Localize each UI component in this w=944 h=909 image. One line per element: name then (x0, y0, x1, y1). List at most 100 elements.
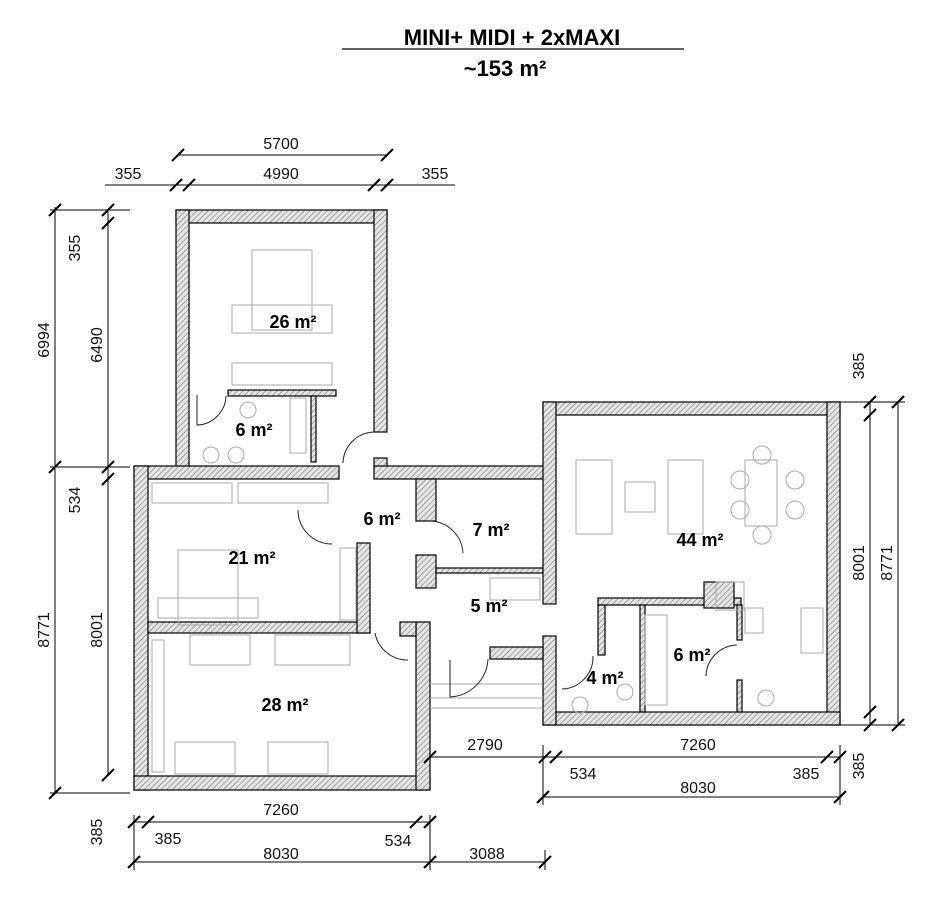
wall-segment (542, 401, 557, 605)
chair (752, 525, 772, 545)
furniture (151, 249, 824, 775)
dimension-left-bottom-wall: 385 (89, 819, 106, 846)
dimension-tick (101, 203, 115, 217)
sanitary-fixture (757, 689, 775, 707)
dimension-tick (549, 750, 563, 764)
dimension-tick (127, 855, 141, 869)
room-area-bedroom-top: 26 m² (269, 312, 316, 332)
dimension-right-bottom-wall: 385 (851, 753, 868, 780)
dimension-left-top-overall: 6994 (36, 322, 53, 358)
bed (177, 549, 239, 626)
wall-segment (356, 542, 371, 634)
wall-segment (373, 209, 388, 433)
wall-segment (147, 621, 371, 634)
dimension-top-left-wall: 355 (115, 166, 142, 183)
wall-segment (415, 621, 431, 791)
chimney (715, 581, 745, 611)
sanitary-fixture (239, 401, 257, 419)
door-swing (342, 431, 375, 464)
dimension-right-bottom-inner: 7260 (680, 737, 716, 754)
room-area-bathroom-right: 6 m² (673, 645, 710, 665)
wardrobe (151, 639, 165, 773)
wall-segment (175, 209, 190, 468)
dimension-top-overall: 5700 (263, 136, 299, 153)
dimension-tick (48, 203, 62, 217)
dimension-tick (833, 790, 847, 804)
title-block: MINI+ MIDI + 2xMAXI ~153 m² (342, 25, 684, 81)
wall-segment (489, 646, 544, 660)
wall-segment (133, 465, 340, 480)
wall-segment (703, 581, 735, 609)
wall-segment (826, 401, 841, 726)
wall-segment (435, 567, 544, 574)
dimension-tick (101, 460, 115, 474)
dimension-right-inner: 8001 (851, 545, 868, 581)
wall-segment (175, 209, 388, 224)
dimension-bottom-gap: 3088 (469, 846, 505, 863)
wall-segment (542, 401, 841, 416)
chair (785, 470, 805, 490)
walls (133, 209, 841, 791)
wardrobe (489, 577, 541, 601)
dimension-tick (141, 815, 155, 829)
wall-segment (415, 478, 437, 522)
bed-frame (231, 304, 333, 334)
total-area: ~153 m² (464, 56, 547, 81)
room-area-storage: 7 m² (472, 520, 509, 540)
doors (196, 395, 738, 698)
wall-segment (399, 621, 417, 637)
door-swing (196, 395, 227, 426)
plan-title: MINI+ MIDI + 2xMAXI (404, 25, 620, 50)
dimension-tick (538, 855, 552, 869)
room-area-bedroom-bottom: 28 m² (261, 695, 308, 715)
dimension-tick (863, 705, 877, 719)
wall-segment (133, 775, 431, 791)
door-swing (429, 520, 464, 554)
dimension-lines (48, 148, 905, 870)
desk (151, 482, 233, 504)
dimension-tick (169, 178, 183, 192)
wall-segment (542, 711, 841, 726)
dimension-tick (48, 460, 62, 474)
sanitary-fixture (616, 683, 634, 701)
wall-segment (133, 465, 149, 791)
dimension-tick (101, 216, 115, 230)
door-swing (561, 655, 594, 690)
dimension-tick (423, 855, 437, 869)
room-area-hall: 6 m² (363, 509, 400, 529)
dimension-top-inner: 4990 (263, 166, 299, 183)
dimension-tick (863, 718, 877, 732)
dimension-tick (891, 718, 905, 732)
dining-table (744, 459, 778, 527)
wall-segment (227, 389, 337, 397)
dimension-left-top-wall: 355 (67, 235, 84, 262)
dimension-left-mid-wall: 534 (67, 487, 84, 514)
dimension-tick (380, 178, 394, 192)
door-swing (449, 658, 489, 698)
room-area-bedroom-left: 21 m² (228, 548, 275, 568)
wall-segment (639, 604, 646, 713)
dimension-tick (182, 178, 196, 192)
dimension-bottom-left-inner: 7260 (263, 802, 299, 819)
chair (752, 445, 772, 465)
wardrobe (274, 634, 351, 666)
dimension-tick (536, 790, 550, 804)
dimension-bottom-left-overall: 8030 (263, 846, 299, 863)
desk (174, 741, 236, 775)
dimension-left-inner: 8001 (89, 612, 106, 648)
wardrobe (231, 362, 333, 386)
dimension-tick (891, 395, 905, 409)
wardrobe (339, 547, 357, 621)
room-area-wc: 4 m² (586, 668, 623, 688)
dimension-tick (367, 178, 381, 192)
dimension-entry-gap: 2790 (467, 737, 503, 754)
dimension-tick (101, 768, 115, 782)
dimension-left-top-inner: 6490 (89, 327, 106, 363)
sanitary-fixture (571, 696, 589, 714)
dimension-right-bottom-wall-r: 385 (793, 766, 820, 783)
dimension-right-top-wall: 385 (851, 353, 868, 380)
desk (267, 741, 329, 775)
wall-segment (310, 395, 317, 463)
